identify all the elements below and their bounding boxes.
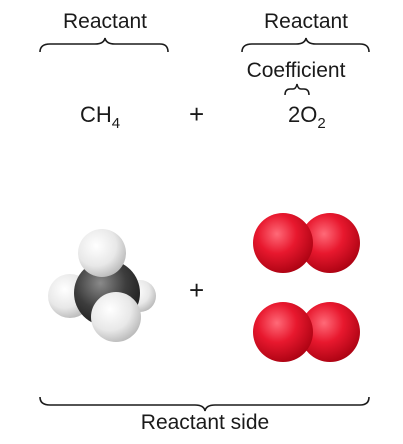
- methane-formula: CH4: [80, 102, 120, 131]
- oxygen-atom: [253, 213, 313, 273]
- oxygen-atom: [300, 302, 360, 362]
- oxygen-formula: 2O2: [288, 102, 326, 131]
- reactant-label-right: Reactant: [263, 10, 349, 33]
- brace-reactant-side: [39, 396, 370, 412]
- oxygen-atom: [300, 213, 360, 273]
- brace-coefficient: [284, 83, 310, 96]
- methane-molecule: [48, 229, 156, 342]
- oxygen-molecule-1: [253, 213, 360, 273]
- oxygen-molecule-2: [253, 302, 360, 362]
- brace-reactant-right: [241, 37, 370, 53]
- molecule-plus-sign: +: [189, 275, 205, 305]
- methane-subscript: 4: [111, 115, 121, 132]
- equation-plus-sign: +: [189, 99, 205, 129]
- oxygen-coefficient: 2: [288, 102, 301, 127]
- reactant-side-label: Reactant side: [140, 411, 270, 434]
- methane-hydrogen-top: [78, 229, 126, 277]
- oxygen-atom: [253, 302, 313, 362]
- oxygen-symbol: O: [300, 102, 318, 127]
- oxygen-subscript: 2: [317, 115, 326, 132]
- coefficient-label: Coefficient: [246, 59, 346, 82]
- methane-symbol: CH: [80, 102, 112, 127]
- reactant-label-left: Reactant: [62, 10, 148, 33]
- brace-reactant-left: [39, 37, 169, 53]
- methane-hydrogen-front: [91, 292, 141, 342]
